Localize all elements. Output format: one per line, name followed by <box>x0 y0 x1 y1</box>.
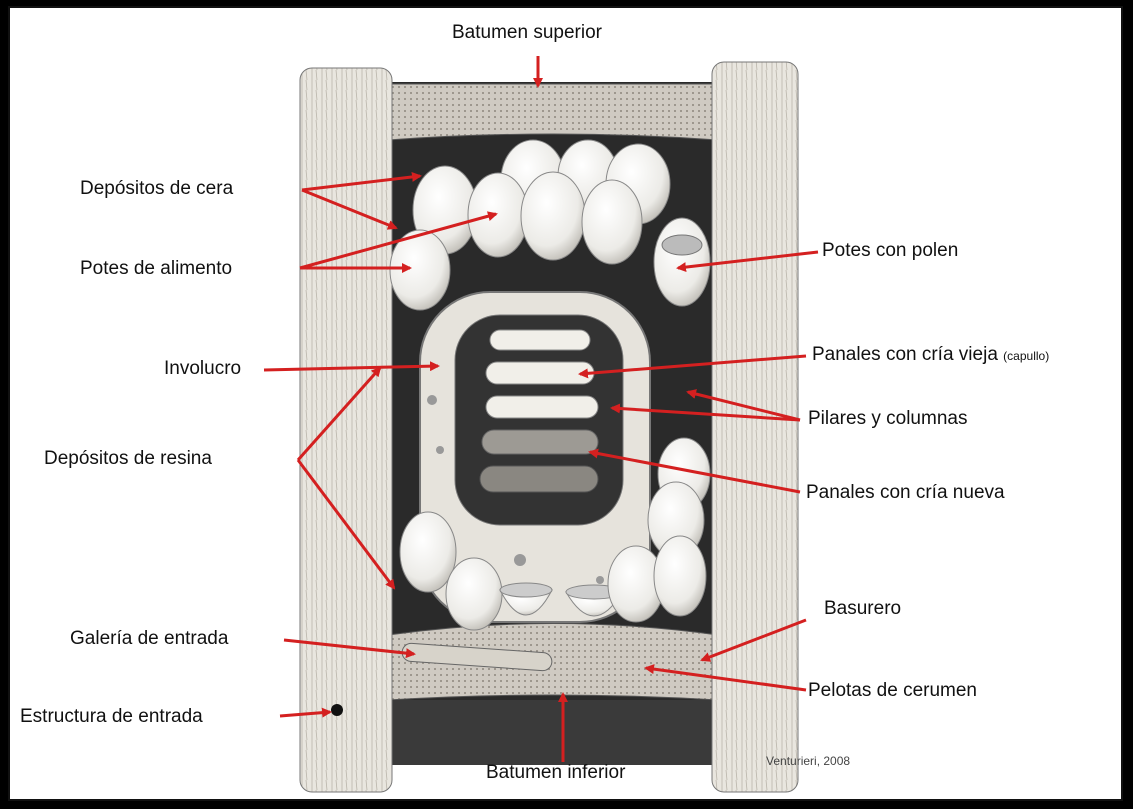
label-pelotas: Pelotas de cerumen <box>808 680 977 702</box>
label-panales-vieja-note: (capullo) <box>1003 349 1049 363</box>
label-batumen-inferior: Batumen inferior <box>486 762 625 784</box>
label-galeria: Galería de entrada <box>70 628 228 650</box>
label-estructura: Estructura de entrada <box>20 706 203 728</box>
label-batumen-superior: Batumen superior <box>452 22 602 44</box>
trunk-wall-left <box>300 68 392 792</box>
lower-cavity <box>388 700 718 765</box>
label-involucro: Involucro <box>164 358 241 380</box>
label-pilares: Pilares y columnas <box>808 408 967 430</box>
label-panales-vieja: Panales con cría vieja (capullo) <box>812 344 1049 367</box>
label-depositos-resina: Depósitos de resina <box>44 448 212 470</box>
entrance-hole <box>331 704 343 716</box>
label-panales-vieja-text: Panales con cría vieja <box>812 344 998 365</box>
credit-text: Venturieri, 2008 <box>766 754 850 768</box>
label-panales-nueva: Panales con cría nueva <box>806 482 1005 504</box>
label-basurero: Basurero <box>824 598 901 620</box>
label-potes-alimento: Potes de alimento <box>80 258 232 280</box>
label-depositos-cera: Depósitos de cera <box>80 178 233 200</box>
label-potes-polen: Potes con polen <box>822 240 958 262</box>
batumen-superior-layer <box>388 84 718 140</box>
